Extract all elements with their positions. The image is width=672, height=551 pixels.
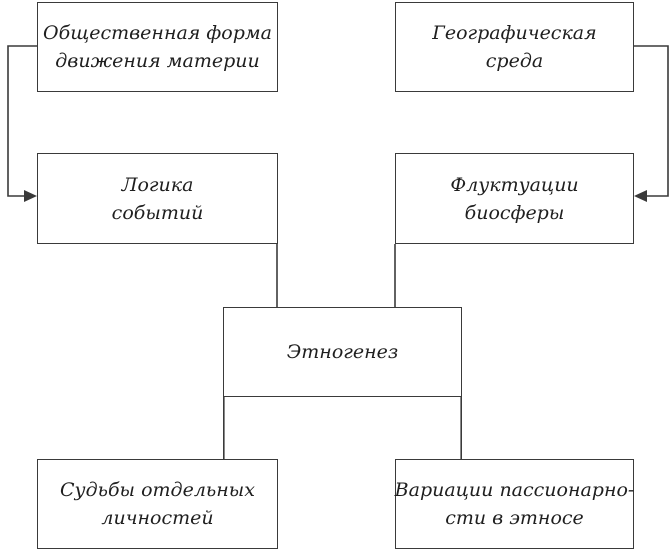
arrowhead-left-icon: [634, 190, 647, 202]
box-label-line: Судьбы отдельных: [60, 479, 255, 501]
box-label-line: личностей: [101, 507, 214, 529]
box-biosphere-fluctuations: Флуктуации биосферы: [395, 153, 634, 244]
box-label-line: движения материи: [55, 50, 260, 72]
box-label-line: среда: [485, 50, 544, 72]
arrowhead-right-icon: [24, 190, 37, 202]
connector-social-to-logic: [7, 45, 37, 197]
box-individual-fates: Судьбы отдельных личностей: [37, 459, 278, 549]
box-label-line: событий: [111, 201, 204, 224]
box-ethnogenesis: Этногенез: [223, 307, 462, 397]
box-label-line: Географическая: [432, 22, 597, 44]
box-logic-of-events: Логика событий: [37, 153, 278, 244]
box-social-form: Общественная форма движения материи: [37, 2, 278, 92]
box-passionarity-variations: Вариации пассионарно- сти в этносе: [395, 459, 634, 549]
box-label-line: сти в этносе: [445, 507, 584, 529]
box-label-line: биосферы: [464, 201, 565, 224]
box-label-line: Вариации пассионарно-: [394, 479, 635, 501]
box-geographic-environment: Географическая среда: [395, 2, 634, 92]
box-label-line: Общественная форма: [43, 22, 272, 44]
connector-geo-to-fluctuations: [634, 45, 669, 197]
box-label-line: Логика: [121, 173, 194, 196]
box-label-line: Этногенез: [286, 341, 399, 363]
box-label-line: Флуктуации: [450, 173, 579, 196]
